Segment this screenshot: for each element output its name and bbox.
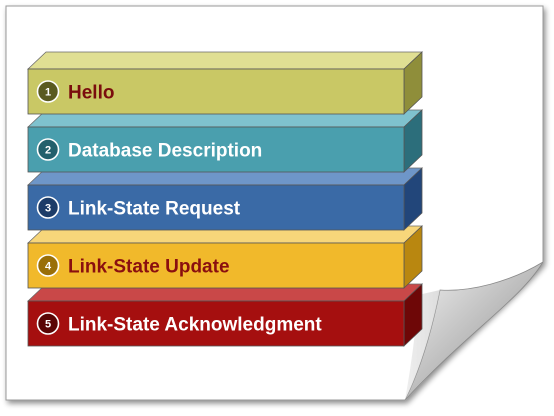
layer-label: Hello	[68, 83, 114, 104]
layer-front-face	[27, 300, 405, 347]
layer-number: 1	[45, 87, 51, 99]
layer-label: Link-State Request	[68, 199, 241, 220]
layer-number: 3	[45, 203, 51, 215]
layer-number: 4	[45, 261, 52, 273]
page-curl-fold	[405, 290, 440, 400]
layer-number-badge	[36, 312, 60, 335]
layer-2: 2 Database Description	[26, 109, 424, 173]
layer-top-face	[26, 51, 424, 70]
layer-number-badge	[36, 138, 60, 161]
layer-5: 5 Link-State Acknowledgment	[26, 283, 424, 347]
layer-label: Database Description	[68, 141, 262, 162]
layer-number: 2	[45, 145, 51, 157]
layer-front-face	[27, 68, 405, 115]
layer-front-face	[27, 242, 405, 289]
layer-front-face	[27, 184, 405, 231]
layer-label: Link-State Acknowledgment	[68, 315, 322, 336]
layer-number-badge	[36, 80, 60, 103]
layer-number-badge	[36, 254, 60, 277]
layer-number: 5	[45, 319, 51, 331]
layer-label: Link-State Update	[68, 257, 230, 278]
layer-1: 1 Hello	[26, 51, 424, 115]
layer-front-face	[27, 126, 405, 173]
layer-number-badge	[36, 196, 60, 219]
layer-3: 3 Link-State Request	[26, 167, 424, 231]
layer-4: 4 Link-State Update	[26, 225, 424, 289]
